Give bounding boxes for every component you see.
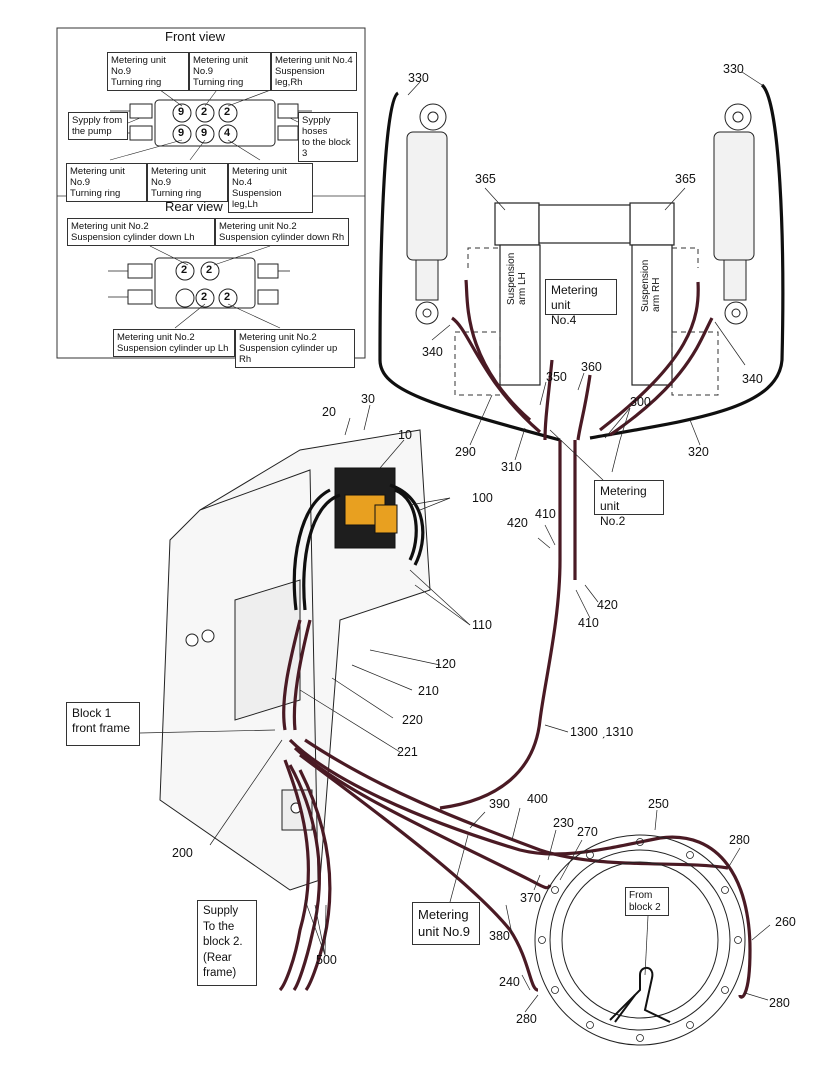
- part-1300-1310: 1300 ˏ1310: [570, 725, 634, 739]
- part-200: 200: [172, 846, 193, 860]
- part-260: 260: [775, 915, 796, 929]
- valve-num-4: 4: [224, 127, 231, 139]
- part-290: 290: [455, 445, 476, 459]
- part-410-lower: 410: [578, 616, 599, 630]
- part-230: 230: [553, 816, 574, 830]
- turning-ring: [534, 834, 746, 1046]
- valve-num-9b: 9: [178, 127, 185, 139]
- part-leaders: [139, 71, 771, 1013]
- part-310: 310: [501, 460, 522, 474]
- suspension-arms: [494, 202, 675, 386]
- part-10: 10: [398, 428, 412, 442]
- valve-num-2a: 2: [201, 106, 208, 118]
- cylinder-left: [406, 103, 448, 325]
- rear-valve-block: [108, 257, 290, 309]
- rear-num-2a: 2: [181, 264, 188, 276]
- rear-num-2b: 2: [206, 264, 213, 276]
- part-320: 320: [688, 445, 709, 459]
- part-280-right: 280: [769, 996, 790, 1010]
- part-380: 380: [489, 929, 510, 943]
- part-365-right: 365: [675, 172, 696, 186]
- arm-dashed: [454, 247, 719, 396]
- valve-num-9a: 9: [178, 106, 185, 118]
- part-221: 221: [397, 745, 418, 759]
- part-500: 500: [316, 953, 337, 967]
- rear-valve-circles: [175, 261, 238, 308]
- part-110: 110: [472, 618, 492, 632]
- part-340-right: 340: [742, 372, 763, 386]
- cylinder-right: [713, 103, 755, 325]
- pump-unit: [334, 467, 398, 549]
- ring-inner-hoses: [609, 966, 671, 1023]
- part-340-left: 340: [422, 345, 443, 359]
- cylinder-hoses-black: [378, 83, 785, 442]
- part-410-upper: 410: [535, 507, 556, 521]
- front-view-title: Front view: [165, 29, 225, 44]
- part-250: 250: [648, 797, 669, 811]
- part-420-lower: 420: [597, 598, 618, 612]
- part-390: 390: [489, 797, 510, 811]
- valve-num-2b: 2: [224, 106, 231, 118]
- rear-leaders: [149, 245, 281, 329]
- part-280-top: 280: [729, 833, 750, 847]
- rear-num-2c: 2: [201, 291, 208, 303]
- ring-bolts: [538, 838, 742, 1042]
- part-210: 210: [418, 684, 439, 698]
- rear-num-2d: 2: [224, 291, 231, 303]
- front-valve-block: [110, 99, 312, 147]
- part-330-left: 330: [408, 71, 429, 85]
- part-220: 220: [402, 713, 423, 727]
- cylinder-hoses-red: [439, 279, 714, 810]
- part-30: 30: [361, 392, 375, 406]
- part-20: 20: [322, 405, 336, 419]
- block-hoses: [278, 619, 752, 999]
- part-420-upper: 420: [507, 516, 528, 530]
- part-360: 360: [581, 360, 602, 374]
- pump-hoses: [292, 483, 425, 611]
- part-240: 240: [499, 975, 520, 989]
- part-400: 400: [527, 792, 548, 806]
- part-330-right: 330: [723, 62, 744, 76]
- part-120: 120: [435, 657, 456, 671]
- part-365-left: 365: [475, 172, 496, 186]
- front-valve-circles: [172, 103, 238, 144]
- part-370: 370: [520, 891, 541, 905]
- part-280-bottom: 280: [516, 1012, 537, 1026]
- rear-view-title: Rear view: [165, 199, 223, 214]
- part-270: 270: [577, 825, 598, 839]
- part-300: 300: [630, 395, 651, 409]
- part-350: 350: [546, 370, 567, 384]
- valve-num-9c: 9: [201, 127, 208, 139]
- part-100: 100: [472, 491, 493, 505]
